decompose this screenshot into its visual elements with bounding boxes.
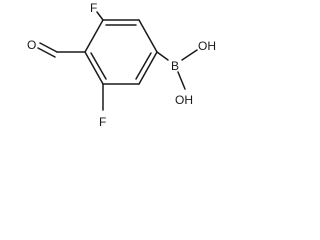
ring-double-bond-inner-right [135,52,152,80]
ring-bond-c3-c4 [138,51,158,85]
bond-c3-b [156,51,169,61]
ring-bond-c2-c3 [138,19,158,53]
bond-cho-o-1 [39,42,58,53]
atom-o-aldehyde: O [27,38,36,52]
chemical-structure-diagram: F O F B OH OH [27,1,216,129]
ring-double-bond-inner-left [90,52,107,80]
atom-f-top: F [90,1,97,15]
bond-c1-f-top [96,11,104,21]
ring-bond-c6-c1 [84,19,104,53]
bond-b-oh-lower [177,71,186,90]
atom-f-bottom: F [99,115,106,129]
ring-bond-c5-c6 [84,51,104,85]
atom-b: B [171,59,179,73]
bond-cho-o-2 [37,47,56,58]
bond-b-oh-upper [181,49,198,61]
atom-oh-upper: OH [198,39,216,53]
atom-oh-lower: OH [175,93,193,107]
